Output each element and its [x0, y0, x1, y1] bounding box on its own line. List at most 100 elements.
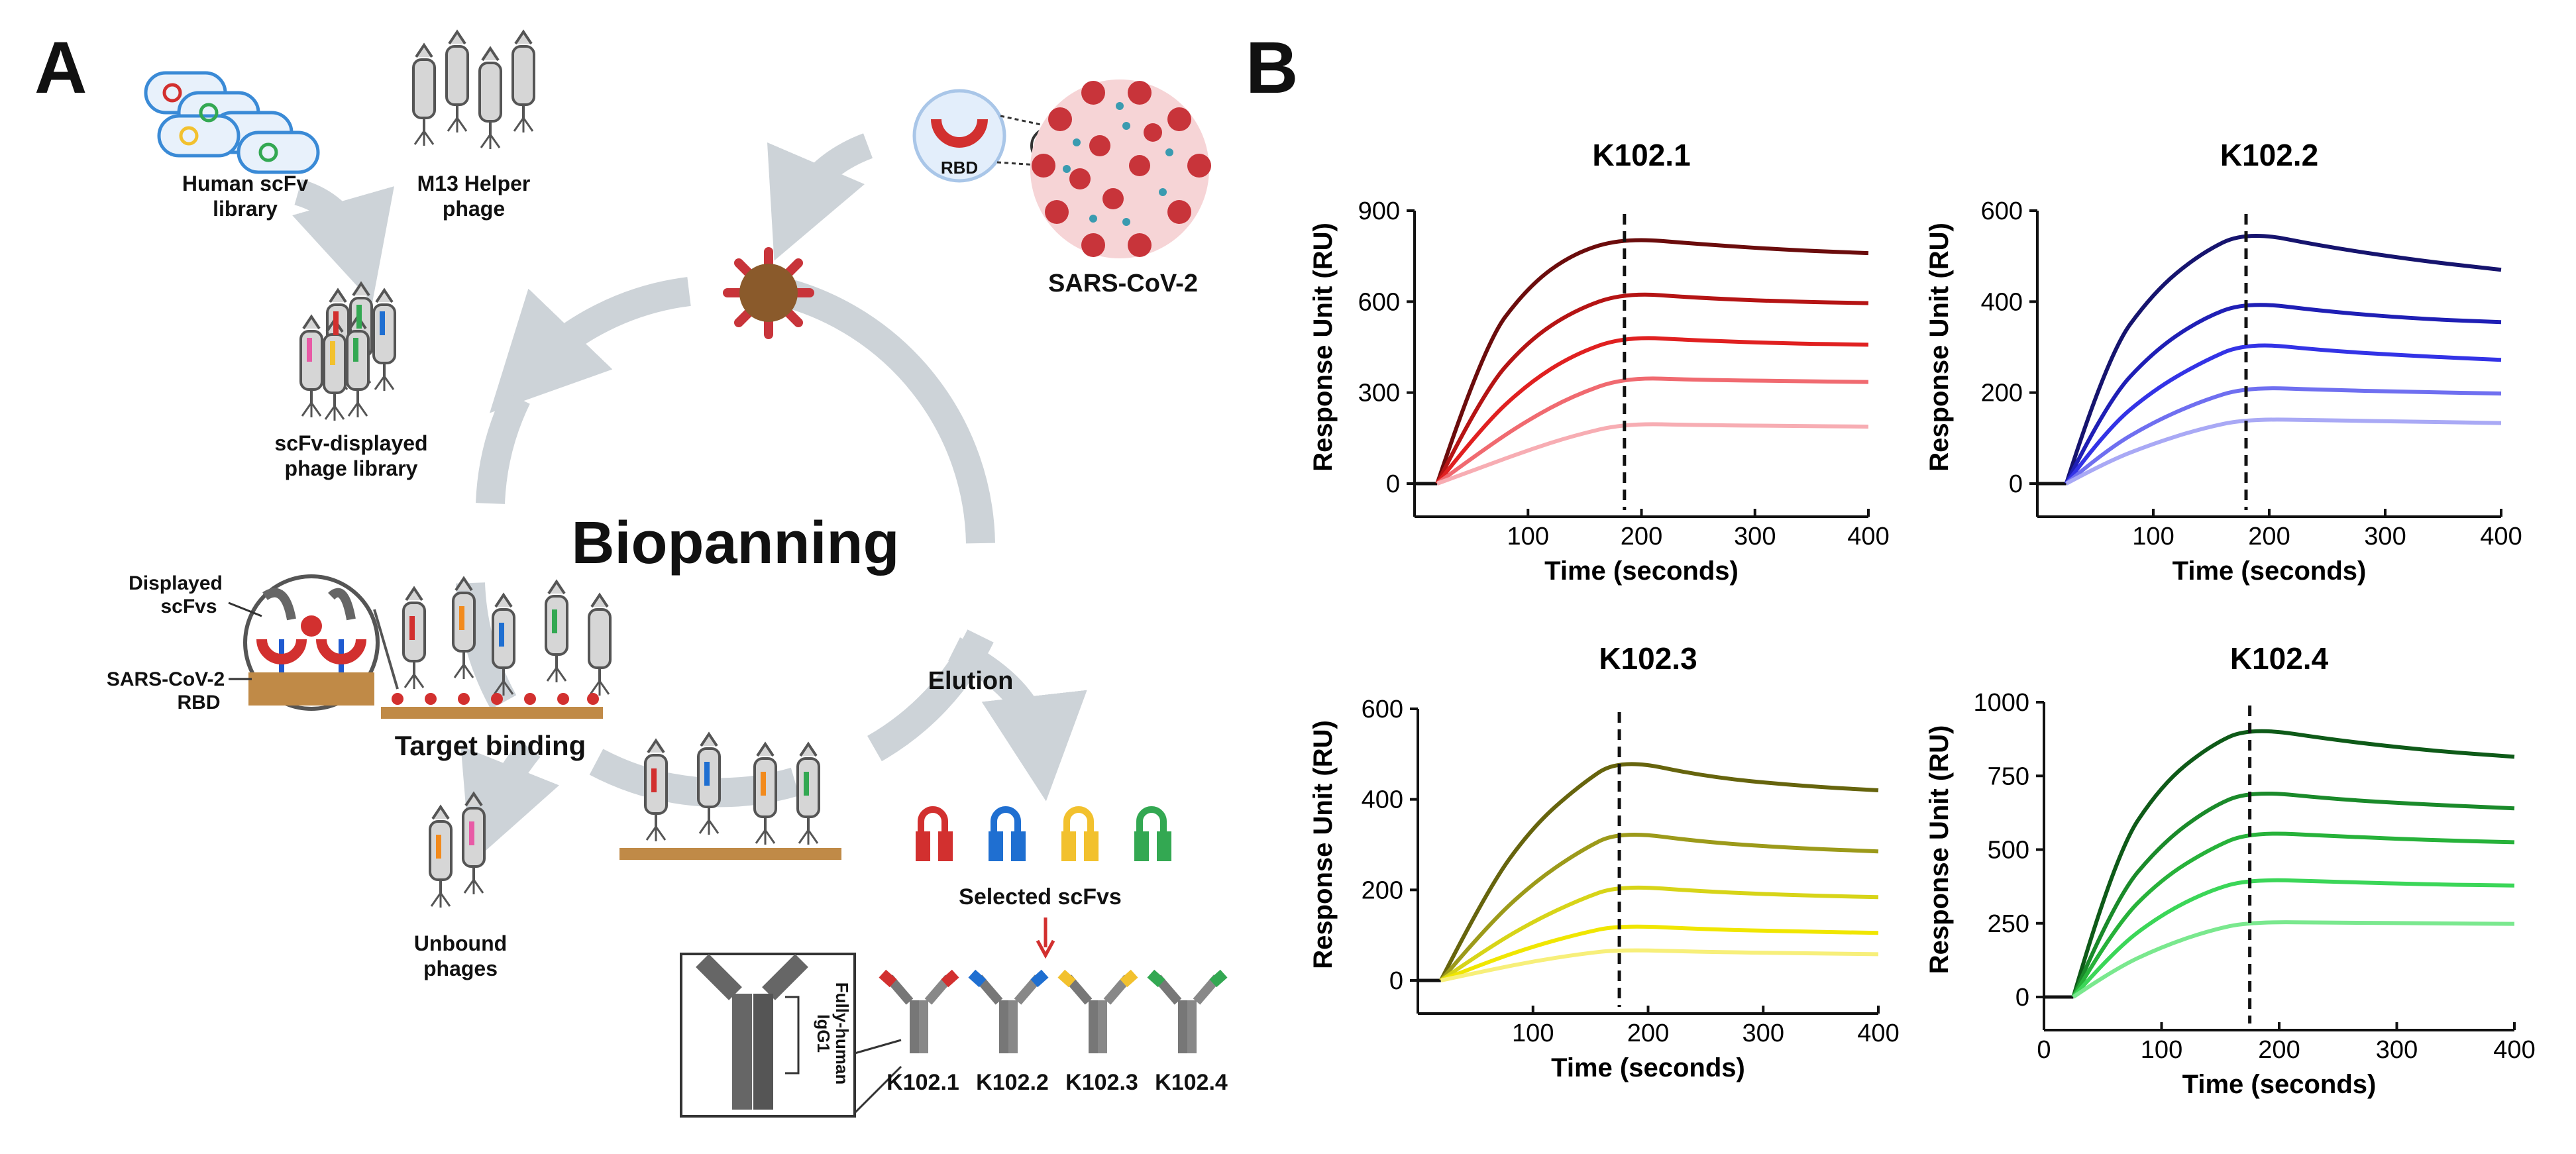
- x-axis-label: Time (seconds): [2173, 556, 2367, 586]
- displayed-label-2: scFvs: [160, 596, 217, 617]
- x-axis-label: Time (seconds): [2182, 1070, 2377, 1099]
- red-down-arrow: [1036, 918, 1055, 959]
- chart-title: K102.2: [2220, 138, 2318, 172]
- series-line: [1435, 292, 1869, 485]
- y-tick-label: 600: [1358, 288, 1400, 316]
- series-line: [1436, 422, 1869, 486]
- series-line: [1435, 238, 1869, 484]
- panel-a-letter: A: [34, 27, 87, 109]
- rbd-callout-icon: [912, 89, 1067, 183]
- biopanning-title: Biopanning: [572, 510, 900, 576]
- library-down-arrow: [292, 179, 394, 303]
- series-line: [2065, 417, 2502, 486]
- x-tick-label: 300: [2376, 1036, 2418, 1064]
- series-line: [2071, 791, 2515, 998]
- unbound-arrow: [460, 740, 559, 865]
- x-tick-label: 100: [2141, 1036, 2182, 1064]
- sars-rbd-label-2: RBD: [178, 692, 221, 713]
- y-tick-label: 0: [1389, 967, 1403, 995]
- series-line: [1440, 924, 1879, 982]
- antibody-label-3: K102.3: [1065, 1070, 1138, 1095]
- elution-arrow: [947, 637, 1087, 802]
- x-tick-label: 0: [2037, 1036, 2051, 1064]
- antibody-label-2: K102.2: [976, 1070, 1049, 1095]
- series-line: [2072, 878, 2515, 998]
- elution-label: Elution: [928, 667, 1014, 695]
- unbound-label-2: phages: [423, 957, 498, 980]
- series-line: [1439, 762, 1879, 982]
- y-tick-label: 0: [1386, 470, 1400, 498]
- target-binding-icon: [381, 577, 612, 719]
- y-tick-label: 500: [1988, 837, 2029, 865]
- helper-label-2: phage: [443, 197, 505, 221]
- y-tick-label: 200: [1981, 380, 2023, 407]
- scfv-displayed-library-icon: [299, 282, 396, 422]
- y-tick-label: 250: [1988, 910, 2029, 938]
- series-line: [2065, 386, 2502, 486]
- rbd-label: RBD: [941, 158, 978, 178]
- series-line: [1440, 885, 1879, 982]
- x-tick-label: 300: [2364, 523, 2406, 551]
- series-line: [2064, 233, 2502, 484]
- y-tick-label: 0: [2015, 984, 2029, 1012]
- y-tick-label: 300: [1358, 380, 1400, 407]
- human-library-label-2: library: [213, 197, 278, 221]
- antibody-label-4: K102.4: [1155, 1070, 1228, 1095]
- x-tick-label: 400: [1857, 1020, 1899, 1047]
- display-lib-label-1: scFv-displayed: [274, 431, 427, 455]
- selected-label: Selected scFvs: [959, 884, 1122, 910]
- unbound-phages-icon: [429, 792, 486, 909]
- antibody-k102-2-icon: [968, 969, 1049, 1053]
- human-library-label-1: Human scFv: [182, 172, 308, 195]
- x-tick-label: 300: [1734, 523, 1776, 551]
- series-line: [2071, 729, 2515, 998]
- x-tick-label: 400: [1847, 523, 1889, 551]
- igg1-structure-icon: [680, 953, 902, 1118]
- x-tick-label: 200: [1621, 523, 1662, 551]
- y-tick-label: 600: [1362, 696, 1403, 723]
- y-axis-label: Response Unit (RU): [1309, 720, 1338, 969]
- virus-to-cycle-arrow: [767, 133, 873, 261]
- series-line: [1440, 948, 1879, 982]
- x-axis-label: Time (seconds): [1544, 556, 1739, 586]
- y-tick-label: 400: [1362, 786, 1403, 814]
- y-tick-label: 1000: [1973, 689, 2029, 717]
- series-line: [2071, 831, 2515, 998]
- antibody-label-1: K102.1: [886, 1070, 959, 1095]
- series-line: [2065, 343, 2502, 485]
- igg-label-1: Fully-human: [832, 982, 852, 1085]
- series-line: [1435, 336, 1869, 485]
- x-tick-label: 100: [1512, 1020, 1554, 1047]
- y-tick-label: 900: [1358, 197, 1400, 225]
- x-tick-label: 200: [1627, 1020, 1669, 1047]
- y-axis-label: Response Unit (RU): [1925, 223, 1954, 472]
- y-axis-label: Response Unit (RU): [1925, 725, 1954, 974]
- y-tick-label: 400: [1981, 288, 2023, 316]
- antibody-k102-3-icon: [1057, 969, 1138, 1053]
- x-tick-label: 200: [2258, 1036, 2300, 1064]
- y-tick-label: 0: [2009, 470, 2023, 498]
- x-tick-label: 100: [1507, 523, 1549, 551]
- y-tick-label: 200: [1362, 876, 1403, 904]
- display-lib-label-2: phage library: [285, 456, 418, 480]
- series-line: [2072, 920, 2515, 999]
- helper-label-1: M13 Helper: [417, 172, 531, 195]
- y-tick-label: 600: [1981, 197, 2023, 225]
- x-tick-label: 300: [1743, 1020, 1784, 1047]
- chart-title: K102.1: [1592, 138, 1690, 172]
- bound-phages-icon: [619, 733, 841, 860]
- igg-label-2: IgG1: [814, 1014, 833, 1053]
- m13-helper-phage-icon: [412, 30, 535, 150]
- human-scfv-library-icon: [144, 71, 320, 174]
- sars-label: SARS-CoV-2: [1048, 270, 1198, 297]
- binding-zoom-icon: [228, 574, 399, 711]
- x-tick-label: 400: [2480, 523, 2522, 551]
- panel-b-letter: B: [1246, 27, 1298, 109]
- sars-rbd-label-1: SARS-CoV-2: [107, 668, 225, 690]
- antibody-k102-4-icon: [1147, 969, 1228, 1053]
- sars-cov-2-virus-icon: [1030, 79, 1211, 258]
